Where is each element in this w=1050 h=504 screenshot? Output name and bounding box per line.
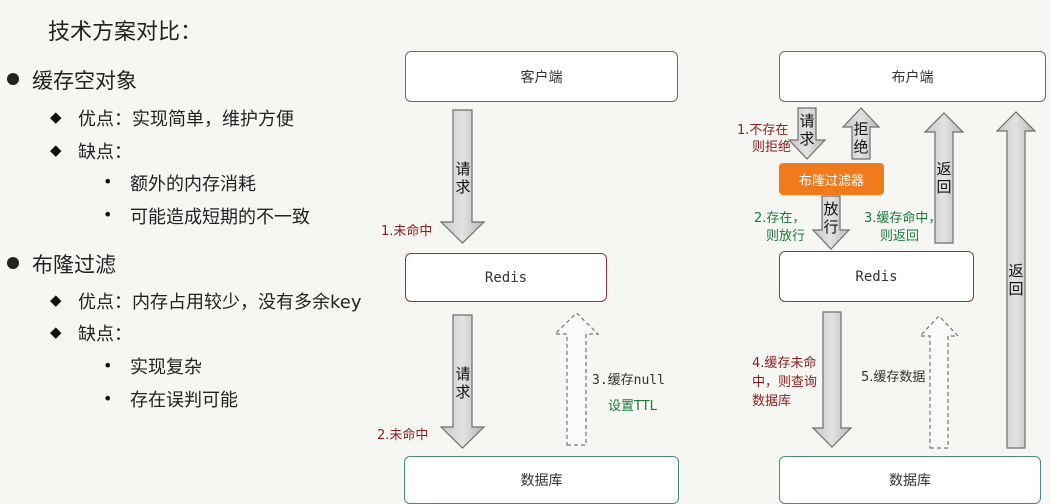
cache-null-label: 3.缓存null (592, 373, 665, 388)
up-arrow-return-long (995, 111, 1037, 449)
diamond-marker: ◆ (50, 108, 62, 126)
set-ttl-label: 设置TTL (608, 399, 657, 414)
cons-item: 存在误判可能 (130, 390, 238, 411)
request-label: 请求 (455, 160, 471, 196)
reject-label: 拒绝 (853, 120, 869, 156)
miss-label-line3: 数据库 (752, 394, 792, 409)
request-label: 请求 (455, 365, 471, 401)
not-exist-label-line2: 则拒绝 (752, 140, 792, 155)
dot-marker: • (103, 205, 113, 224)
database-box: 数据库 (404, 456, 679, 504)
cons-item: 额外的内存消耗 (130, 174, 256, 195)
miss-label-line2: 中，则查询 (752, 375, 818, 390)
hit-label-line2: 则返回 (880, 229, 920, 244)
down-arrow-request (787, 107, 827, 160)
down-arrow-release (811, 195, 851, 250)
diamond-marker: ◆ (50, 291, 62, 309)
return-label-short: 返回 (936, 160, 952, 196)
client-box: 客户端 (405, 51, 678, 102)
dashed-up-arrow-cache-null (553, 312, 600, 446)
dot-marker: • (103, 172, 113, 191)
cons-item: 可能造成短期的不一致 (130, 207, 310, 228)
miss-label-line1: 4.缓存未命 (752, 356, 817, 371)
page-title: 技术方案对比： (48, 20, 203, 45)
return-label-long: 返回 (1008, 262, 1024, 298)
diamond-marker: ◆ (50, 323, 62, 341)
cons-bloom: 缺点： (78, 324, 132, 345)
not-exist-label-line1: 1.不存在 (737, 123, 789, 138)
bullet-dot (7, 73, 19, 85)
cache-data-label: 5.缓存数据 (861, 370, 926, 385)
dashed-up-arrow-cache-data (918, 315, 960, 449)
down-arrow-query-db (811, 311, 853, 448)
miss-label-2: 2.未命中 (377, 428, 429, 443)
database-box-2: 数据库 (779, 456, 1041, 504)
release-label: 放行 (823, 200, 839, 236)
miss-label-1: 1.未命中 (381, 224, 433, 239)
down-arrow-request-2 (439, 314, 486, 449)
down-arrow-request-1 (439, 109, 486, 244)
bloom-filter-box: 布隆过滤器 (779, 163, 884, 195)
hit-label-line1: 3.缓存命中， (864, 211, 942, 226)
redis-box: Redis (405, 253, 607, 302)
client-box-2: 布户端 (779, 51, 1046, 102)
request-label-2: 请求 (799, 112, 815, 148)
section-heading-cache-null: 缓存空对象 (32, 69, 137, 93)
diamond-marker: ◆ (50, 141, 62, 159)
pros-cache-null: 优点：实现简单，维护方便 (78, 109, 294, 130)
up-arrow-reject (841, 107, 881, 160)
section-heading-bloom: 布隆过滤 (32, 253, 116, 277)
cons-cache-null: 缺点： (78, 142, 132, 163)
cons-item: 实现复杂 (130, 357, 202, 378)
redis-box-2: Redis (779, 251, 974, 302)
exists-label-line1: 2.存在， (754, 211, 806, 226)
pros-bloom: 优点：内存占用较少，没有多余key (78, 292, 362, 313)
bullet-dot (7, 257, 19, 269)
exists-label-line2: 则放行 (766, 229, 806, 244)
dot-marker: • (103, 356, 113, 375)
up-arrow-return-short (923, 112, 965, 244)
dot-marker: • (103, 389, 113, 408)
